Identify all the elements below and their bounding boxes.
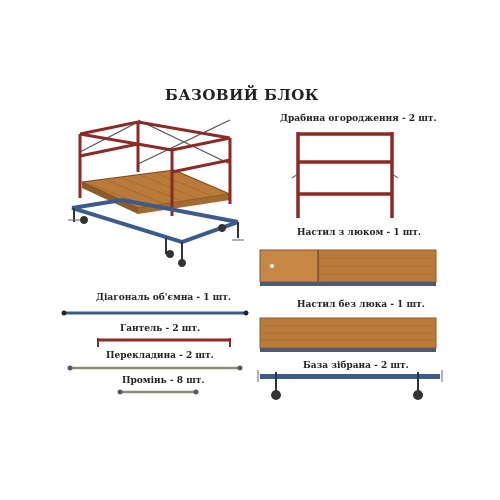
back-diagonals	[79, 119, 231, 165]
deck-no-hatch-figure	[259, 317, 437, 352]
blue-base	[71, 198, 239, 244]
label-deck-no-hatch: Настил без люка - 1 шт.	[297, 300, 425, 310]
assembled-scaffold-figure	[68, 119, 244, 267]
deck-with-hatch-figure	[259, 249, 437, 286]
red-frames	[78, 120, 232, 216]
beam-figure	[117, 389, 199, 395]
guard-ladder-figure	[291, 132, 399, 218]
label-crossbar: Перекладина - 2 шт.	[106, 351, 214, 361]
hatch-handle	[270, 264, 274, 268]
label-diagonal: Діагональ об'ємна - 1 шт.	[96, 293, 232, 303]
label-dumbbell: Гантель - 2 шт.	[120, 324, 201, 334]
crossbar-figure	[67, 365, 243, 371]
wheels	[80, 216, 226, 267]
hatch-panel	[259, 249, 319, 283]
page-title: БАЗОВИЙ БЛОК	[165, 86, 319, 104]
label-guard-ladder: Драбина огородження - 2 шт.	[280, 114, 437, 124]
dumbbell-figure	[97, 338, 231, 347]
label-deck-with-hatch: Настил з люком - 1 шт.	[297, 228, 422, 238]
diagonal-figure	[61, 310, 249, 316]
label-beam: Промінь - 8 шт.	[122, 376, 205, 386]
label-base-assembled: База зібрана - 2 шт.	[303, 361, 409, 371]
base-assembled-figure	[257, 370, 443, 400]
